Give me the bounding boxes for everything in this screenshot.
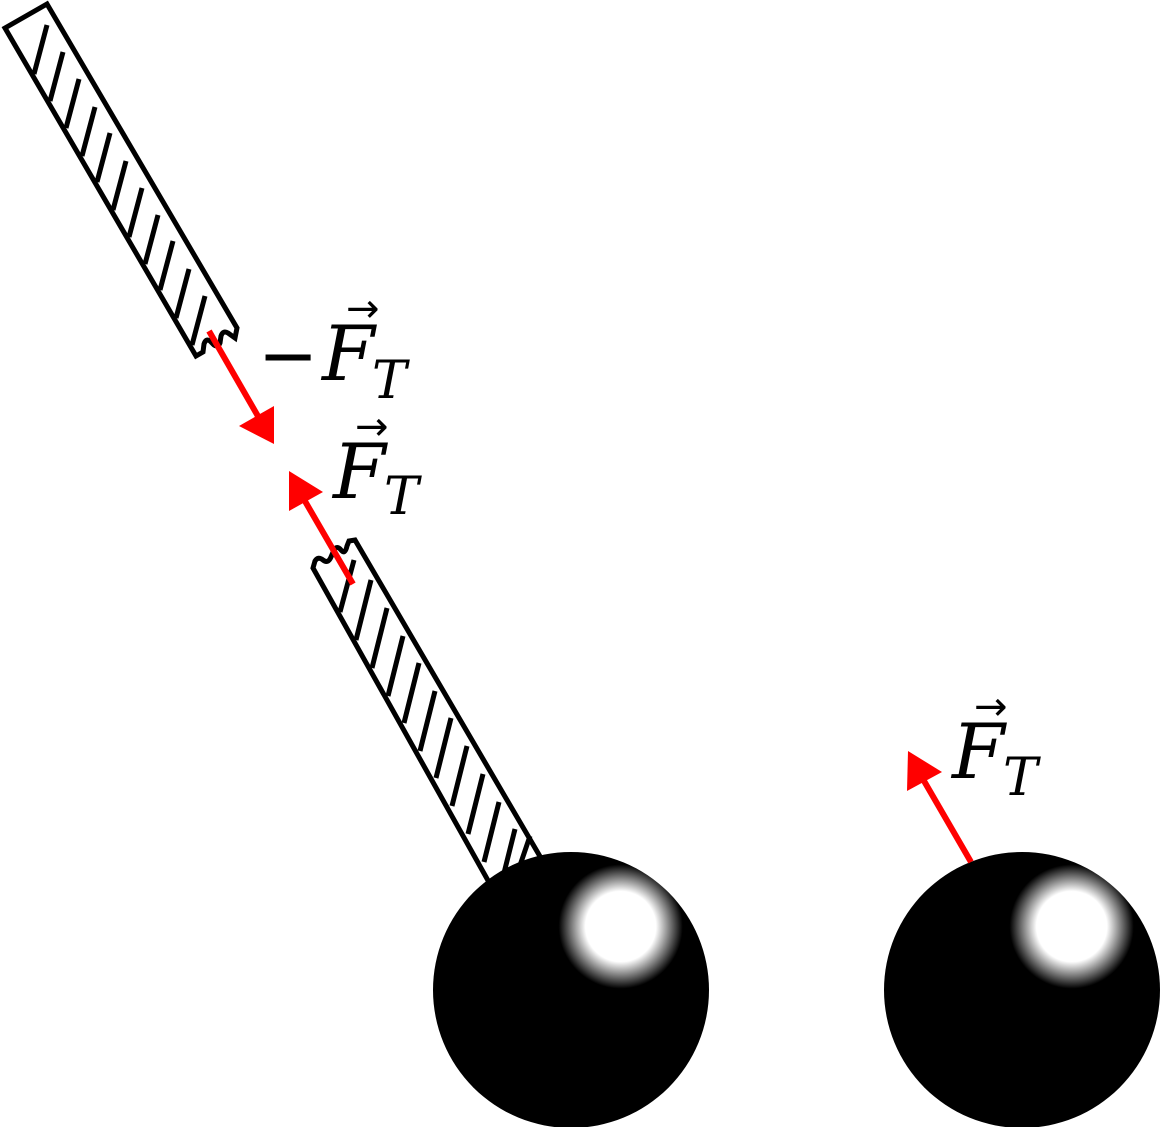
rod-tension-force-label: F T →	[331, 404, 422, 527]
reaction-force-subscript: T	[372, 351, 410, 411]
rod-tension-force-arrowhead	[289, 471, 323, 511]
ball-tension-force-letter: F	[950, 707, 1007, 796]
rod-tension-force-vector-arrow: →	[355, 404, 389, 450]
reaction-force-letter: F	[320, 309, 377, 398]
ball-tension-force-label: F T →	[950, 684, 1041, 808]
reaction-force-shaft	[206, 329, 262, 420]
reaction-force-arrow	[206, 329, 274, 444]
rod-tension-force-subscript: T	[384, 467, 422, 527]
ball-tension-force-arrow	[907, 751, 974, 864]
ball-with-rod	[433, 852, 709, 1127]
reaction-force-arrowhead	[239, 406, 274, 444]
lower-rod-segment	[310, 537, 549, 897]
free-ball	[884, 852, 1160, 1127]
ball-tension-force-subscript: T	[1003, 748, 1041, 808]
rod-tension-force-arrow	[289, 471, 356, 586]
reaction-force-label: − F T →	[258, 286, 410, 411]
upper-rod-segment	[1, 0, 240, 360]
upper-rod-hatching	[31, 24, 208, 346]
ball-tension-force-arrowhead	[907, 751, 942, 791]
reaction-force-vector-arrow: →	[346, 286, 380, 332]
reaction-force-minus-sign: −	[258, 313, 318, 397]
ball-tension-force-vector-arrow: →	[974, 684, 1008, 730]
ball-tension-force-shaft	[917, 772, 974, 864]
rod-tension-force-shaft	[299, 494, 356, 586]
rod-tension-force-letter: F	[331, 427, 388, 516]
